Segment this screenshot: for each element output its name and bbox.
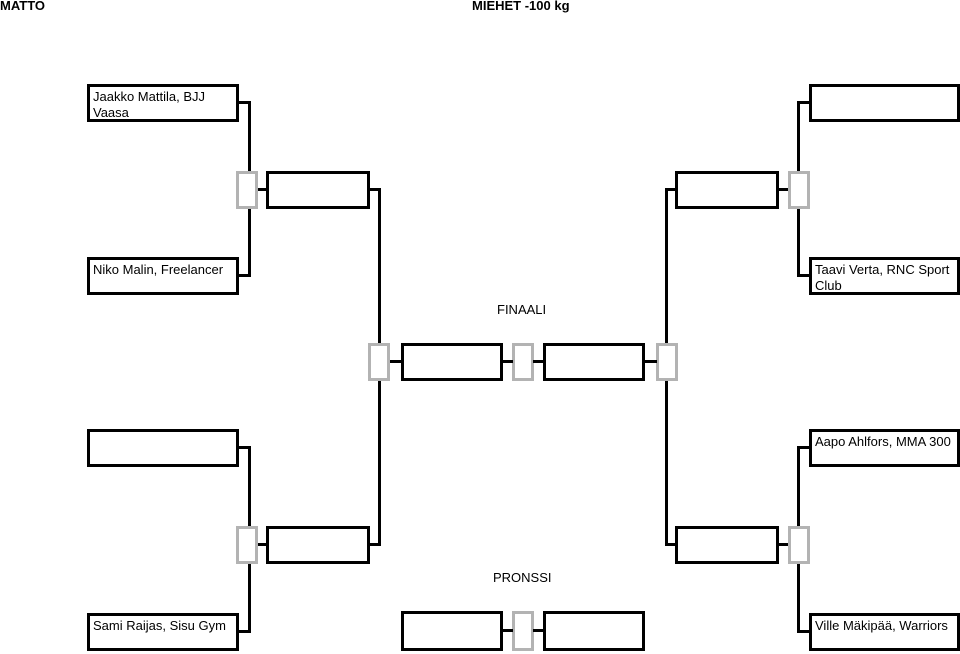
bracket-line [239,274,251,277]
competitor-box: Niko Malin, Freelancer [87,257,239,295]
score-square[interactable] [656,343,678,381]
competitor-box: Aapo Ahlfors, MMA 300 [809,429,960,467]
bracket-line [665,188,676,191]
winner-box [266,171,370,209]
bracket-line [797,274,809,277]
bracket-line [370,543,381,546]
final-label: FINAALI [497,302,547,317]
competitor-box: Ville Mäkipää, Warriors [809,613,960,651]
winner-box [266,526,370,564]
competitor-box: Jaakko Mattila, BJJ Vaasa [87,84,239,122]
bracket-line [797,630,809,633]
final-box [401,343,503,381]
bracket-line [665,543,676,546]
score-square[interactable] [512,611,534,651]
competitor-box: Sami Raijas, Sisu Gym [87,613,239,651]
bracket-line [778,188,788,191]
bracket-line [258,188,268,191]
bracket-line [370,188,381,191]
score-square[interactable] [236,171,258,209]
score-square[interactable] [368,343,390,381]
bronze-box [401,611,503,651]
bronze-box [543,611,645,651]
bracket-line [644,360,657,363]
bracket-line [778,543,788,546]
bracket-line [239,446,251,449]
bracket-line [239,630,251,633]
bracket-line [797,446,809,449]
bracket-line [533,629,544,632]
bracket-line [797,101,809,104]
bracket-line [239,101,251,104]
category-title: MIEHET -100 kg [472,0,570,13]
score-square[interactable] [236,526,258,564]
bronze-label: PRONSSI [493,570,552,585]
bracket-line [502,629,513,632]
bracket-line [258,543,268,546]
mat-label: MATTO [0,0,46,13]
bracket-line [533,360,544,363]
winner-box [675,171,779,209]
score-square[interactable] [512,343,534,381]
bracket-line [502,360,513,363]
score-square[interactable] [788,171,810,209]
final-box [543,343,645,381]
competitor-box [87,429,239,467]
score-square[interactable] [788,526,810,564]
bracket-line [390,360,402,363]
competitor-box: Taavi Verta, RNC Sport Club [809,257,960,295]
competitor-box [809,84,960,122]
winner-box [675,526,779,564]
